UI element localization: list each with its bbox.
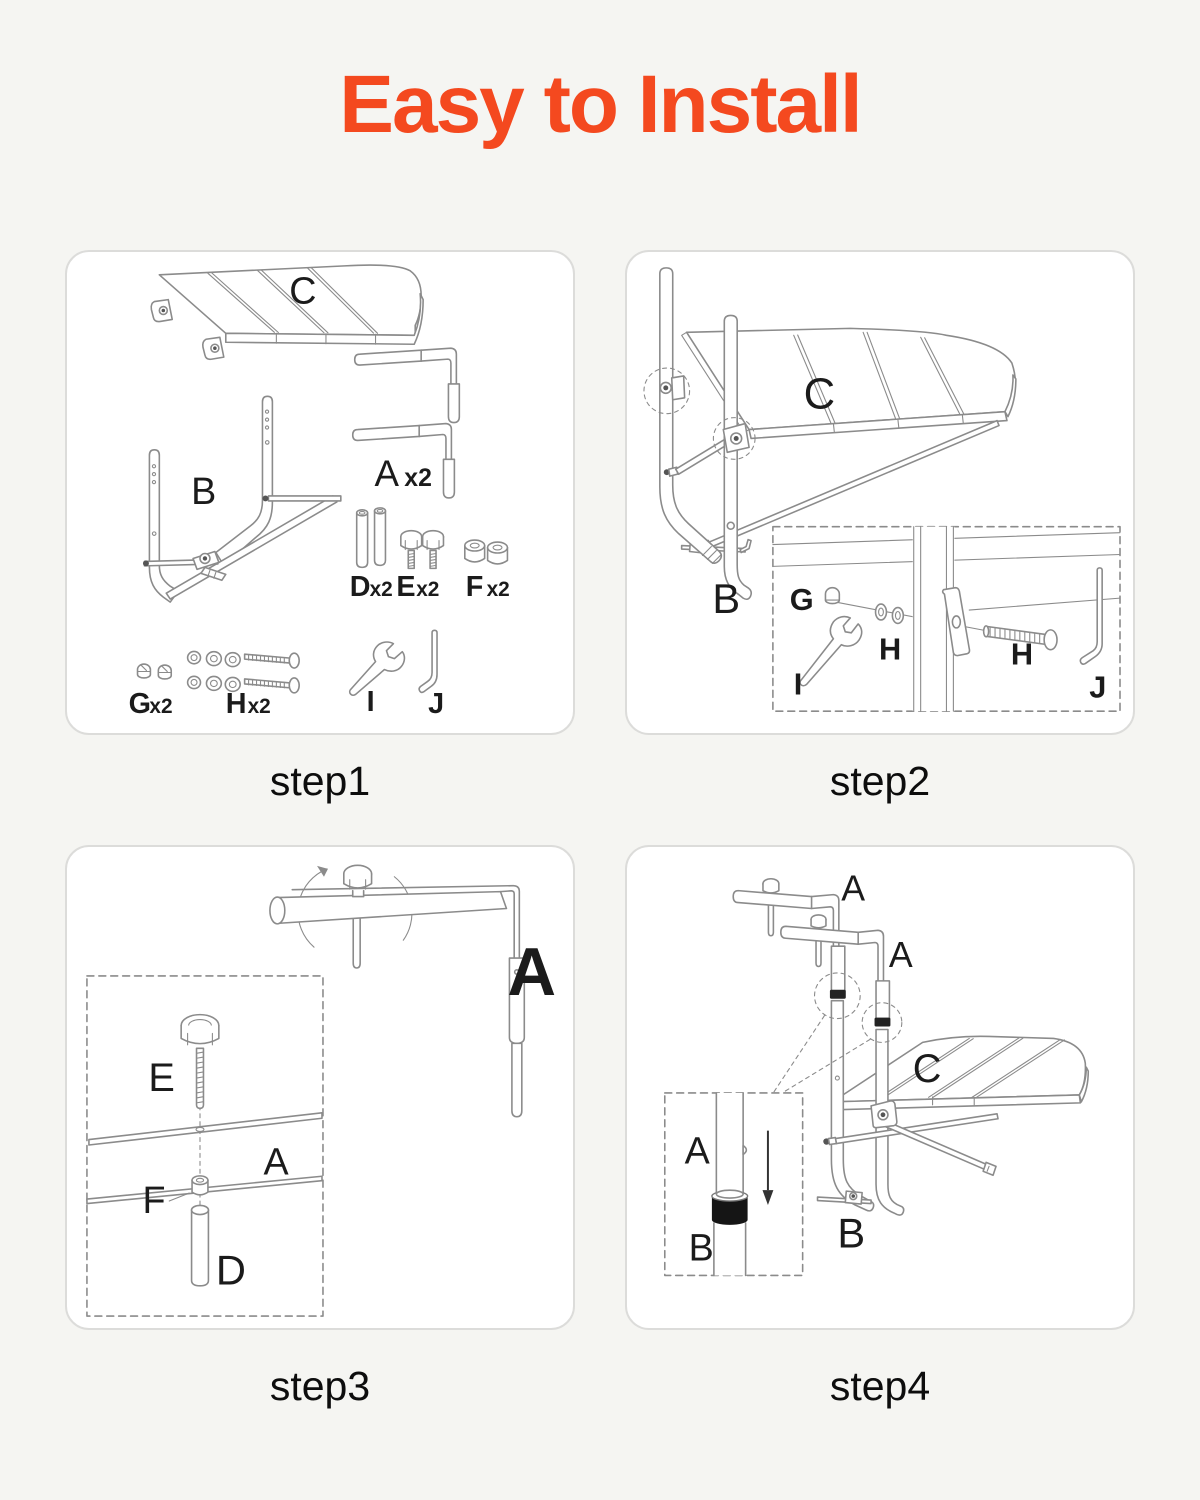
step3-caption: step3 xyxy=(269,1363,371,1409)
knob-screw-e2 xyxy=(421,529,445,570)
label-b: B xyxy=(191,470,216,512)
label-j: J xyxy=(1089,669,1106,704)
label-h1: H xyxy=(879,632,901,667)
step1-caption: step1 xyxy=(269,758,371,804)
label-c: C xyxy=(804,371,836,419)
label-j: J xyxy=(428,688,444,720)
step2-caption: step2 xyxy=(829,758,931,804)
label-d: D xyxy=(350,571,371,603)
step1-diagram: C B A x2 D x2 xyxy=(129,264,510,720)
final-assembly-diagram: C A A B xyxy=(732,869,1090,1257)
label-a-qty: x2 xyxy=(404,465,432,492)
page-title: Easy to Install xyxy=(339,59,862,150)
step1-panel: C B A x2 D x2 xyxy=(65,250,575,735)
label-a1: A xyxy=(841,869,865,909)
step2-diagram: C B xyxy=(643,267,1121,712)
bolt-set-h2 xyxy=(186,675,300,694)
wrench-i xyxy=(799,615,863,687)
label-h: H xyxy=(226,688,247,720)
label-d: D xyxy=(216,1246,246,1293)
knob-inset-diagram: E A F D xyxy=(86,975,324,1317)
label-a2: A xyxy=(889,935,913,975)
hex-key-j xyxy=(1079,567,1103,665)
label-a: A xyxy=(375,453,400,494)
hardware-inset-diagram: G H H I J xyxy=(772,525,1121,712)
step4-caption: step4 xyxy=(829,1363,931,1409)
spacer-f xyxy=(464,539,486,563)
label-a-big: A xyxy=(507,935,556,1010)
label-e: E xyxy=(396,571,415,603)
assembled-table-diagram: C xyxy=(681,327,1017,440)
step3-panel: A E A F D xyxy=(65,845,575,1330)
bolt-set-h xyxy=(186,650,300,669)
label-f: F xyxy=(142,1179,165,1221)
spacer-f2 xyxy=(486,541,509,565)
label-i: I xyxy=(794,666,803,701)
label-a-inset: A xyxy=(685,1129,711,1171)
label-g-qty: x2 xyxy=(149,695,172,718)
label-b: B xyxy=(712,575,740,622)
label-b-inset: B xyxy=(689,1227,714,1269)
tube-connection-inset-diagram: A B xyxy=(663,1015,871,1277)
frame-b-diagram: B xyxy=(643,267,1000,622)
label-e-qty: x2 xyxy=(416,578,439,601)
step3-diagram: A E A F D xyxy=(86,864,556,1317)
label-f-qty: x2 xyxy=(487,578,510,601)
frame-b-diagram: B xyxy=(142,395,342,603)
bracket-a-diagram: A x2 xyxy=(351,347,461,499)
label-h2: H xyxy=(1011,637,1033,672)
step2-panel: C B xyxy=(625,250,1135,735)
hex-key-j xyxy=(418,629,438,694)
label-i: I xyxy=(367,686,375,718)
knob-screw-e xyxy=(400,529,423,570)
bracket-adjust-diagram: A xyxy=(269,864,556,1118)
label-a: A xyxy=(263,1140,289,1182)
label-g: G xyxy=(790,582,814,617)
wrench-i xyxy=(348,641,406,697)
step4-diagram: C A A B xyxy=(663,869,1090,1277)
hardware-parts-diagram: D x2 E x2 F x2 xyxy=(129,507,510,720)
label-g: G xyxy=(129,688,151,720)
label-d-qty: x2 xyxy=(370,578,393,601)
label-f: F xyxy=(466,571,484,603)
label-e: E xyxy=(148,1056,174,1100)
label-c: C xyxy=(913,1047,942,1091)
label-c: C xyxy=(289,270,316,312)
label-b: B xyxy=(837,1210,865,1257)
step4-panel: C A A B xyxy=(625,845,1135,1330)
tabletop-c-diagram: C xyxy=(150,264,424,361)
label-h-qty: x2 xyxy=(248,695,271,718)
